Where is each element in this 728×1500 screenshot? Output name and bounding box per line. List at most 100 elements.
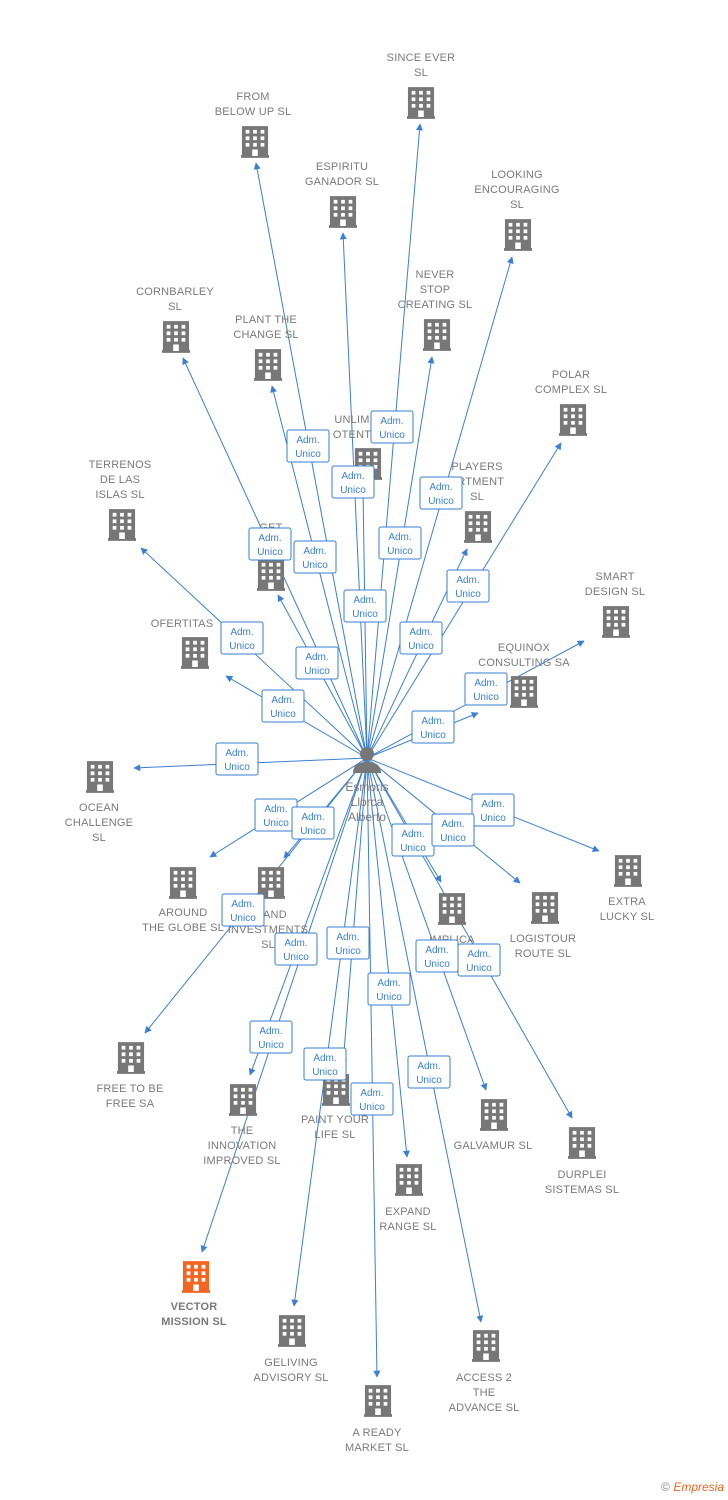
- role-badge: Adm.Unico: [407, 1055, 451, 1089]
- role-badge-text: Adm.: [313, 1053, 336, 1064]
- role-badge-text: Unico: [428, 496, 454, 507]
- company-label-line: DURPLEI: [557, 1169, 606, 1181]
- company-label-line: SL: [168, 301, 182, 313]
- role-badge-text: Adm.: [336, 932, 359, 943]
- building-icon: [464, 511, 492, 543]
- company-label-line: BELOW UP SL: [215, 106, 292, 118]
- role-badge-text: Unico: [352, 609, 378, 620]
- role-badge-text: Adm.: [259, 1026, 282, 1037]
- role-badge-text: Adm.: [388, 532, 411, 543]
- role-badge: Adm.Unico: [391, 823, 435, 857]
- role-badge: Adm.Unico: [254, 798, 298, 832]
- role-badge: Adm.Unico: [249, 1020, 293, 1054]
- role-badge: Adm.Unico: [293, 540, 337, 574]
- role-badge-text: Adm.: [353, 595, 376, 606]
- building-icon: [510, 676, 538, 708]
- building-icon: [568, 1127, 596, 1159]
- company-label-line: THE GLOBE SL: [142, 922, 224, 934]
- role-badge: Adm.Unico: [220, 621, 264, 655]
- company-node-ofertitas[interactable]: OFERTITAS: [151, 618, 214, 669]
- role-badge-text: Adm.: [296, 435, 319, 446]
- copyright-icon: ©: [661, 1480, 670, 1494]
- role-badge-text: Adm.: [303, 546, 326, 557]
- role-badge: Adm.Unico: [415, 939, 459, 973]
- footer: © Empresia: [661, 1480, 724, 1494]
- role-badge-text: Adm.: [284, 938, 307, 949]
- role-badge-text: Unico: [455, 589, 481, 600]
- role-badge-text: Adm.: [341, 471, 364, 482]
- company-label-line: GALVAMUR SL: [454, 1140, 533, 1152]
- building-icon: [254, 349, 282, 381]
- company-label-line: POLAR: [552, 369, 590, 381]
- role-badge-text: Adm.: [305, 652, 328, 663]
- center-name-line: Alberto: [348, 810, 386, 824]
- center-name-line: Esmoris: [345, 780, 388, 794]
- company-node-implica[interactable]: IMPLICA: [429, 893, 475, 946]
- building-icon: [229, 1084, 257, 1116]
- role-badge-text: Unico: [283, 952, 309, 963]
- center-person-node[interactable]: Esmoris Llorca Alberto: [345, 747, 389, 824]
- company-label-line: GELIVING: [264, 1357, 318, 1369]
- company-node-from-below-up[interactable]: FROM BELOW UP SL: [215, 91, 292, 158]
- building-icon: [559, 404, 587, 436]
- role-badge-text: Unico: [257, 547, 283, 558]
- building-icon: [480, 1099, 508, 1131]
- company-label-line: CHANGE SL: [233, 329, 298, 341]
- company-label-line: OFERTITAS: [151, 618, 214, 630]
- role-badge-text: Adm.: [264, 804, 287, 815]
- role-badge-text: Unico: [312, 1067, 338, 1078]
- building-icon: [329, 196, 357, 228]
- company-label-line: ARTMENT: [450, 476, 504, 488]
- role-badge-text: Unico: [304, 666, 330, 677]
- role-badge-text: Adm.: [425, 945, 448, 956]
- building-icon: [407, 87, 435, 119]
- company-label-line: CORNBARLEY: [136, 286, 214, 298]
- role-badge: Adm.Unico: [464, 672, 508, 706]
- role-badge: Adm. Unico: [295, 646, 339, 680]
- role-badge-text: Adm.: [360, 1088, 383, 1099]
- edge-expand-range: [366, 757, 410, 1158]
- edge-galvamur: [366, 757, 488, 1091]
- edge-paint-your-life: [340, 757, 368, 1066]
- company-node-galvamur[interactable]: GALVAMUR SL: [454, 1099, 533, 1152]
- edge-vector-mission: [200, 757, 368, 1253]
- company-label-line: ENCOURAGING: [474, 184, 559, 196]
- role-badge: Adm. Unico: [274, 932, 318, 966]
- role-badge: Adm. Unico: [303, 1047, 347, 1081]
- company-label-line: LOOKING: [491, 169, 543, 181]
- company-label-line: ISLAS SL: [95, 489, 144, 501]
- company-label-line: FROM: [236, 91, 269, 103]
- role-badge: Adm.Unico: [326, 926, 370, 960]
- company-node-cornbarley[interactable]: CORNBARLEY SL: [136, 286, 214, 353]
- role-badge-text: Adm.: [467, 949, 490, 960]
- brand-logo[interactable]: Empresia: [673, 1480, 724, 1494]
- building-icon: [108, 509, 136, 541]
- role-badge-text: Unico: [387, 546, 413, 557]
- role-badge: Adm. Unico: [378, 526, 422, 560]
- company-label-line: EXTRA: [608, 896, 646, 908]
